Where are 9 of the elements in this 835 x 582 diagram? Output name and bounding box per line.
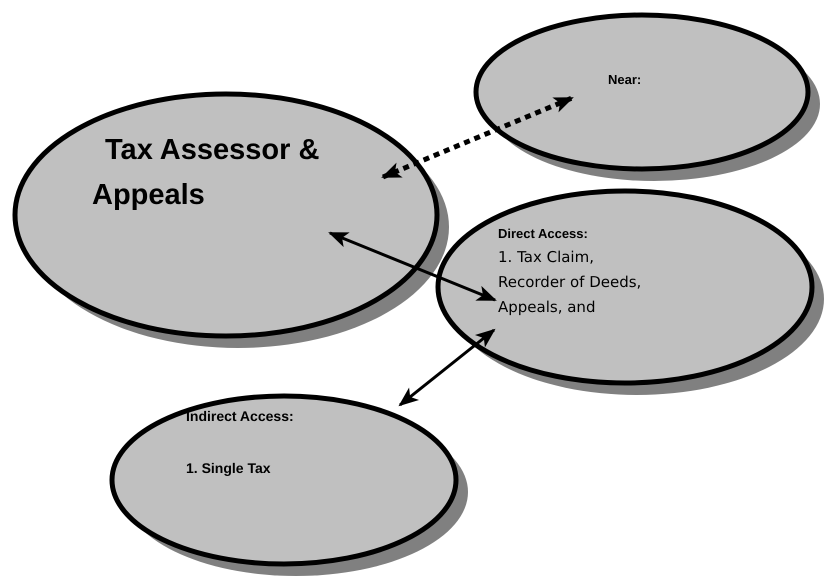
node-heading: Indirect Access:: [186, 408, 295, 424]
node-text: 1. Tax Claim, Recorder of Deeds, Appeals, and: [498, 247, 642, 318]
node-heading: Direct Access:: [498, 226, 589, 241]
node-text: 1. Single Tax: [186, 460, 272, 476]
double-arrow: [398, 328, 496, 406]
double-arrow: [328, 232, 497, 302]
node-text: Tax Assessor & Appeals: [92, 133, 320, 213]
node-text: Near:: [608, 72, 642, 87]
double-arrow: [381, 96, 574, 180]
